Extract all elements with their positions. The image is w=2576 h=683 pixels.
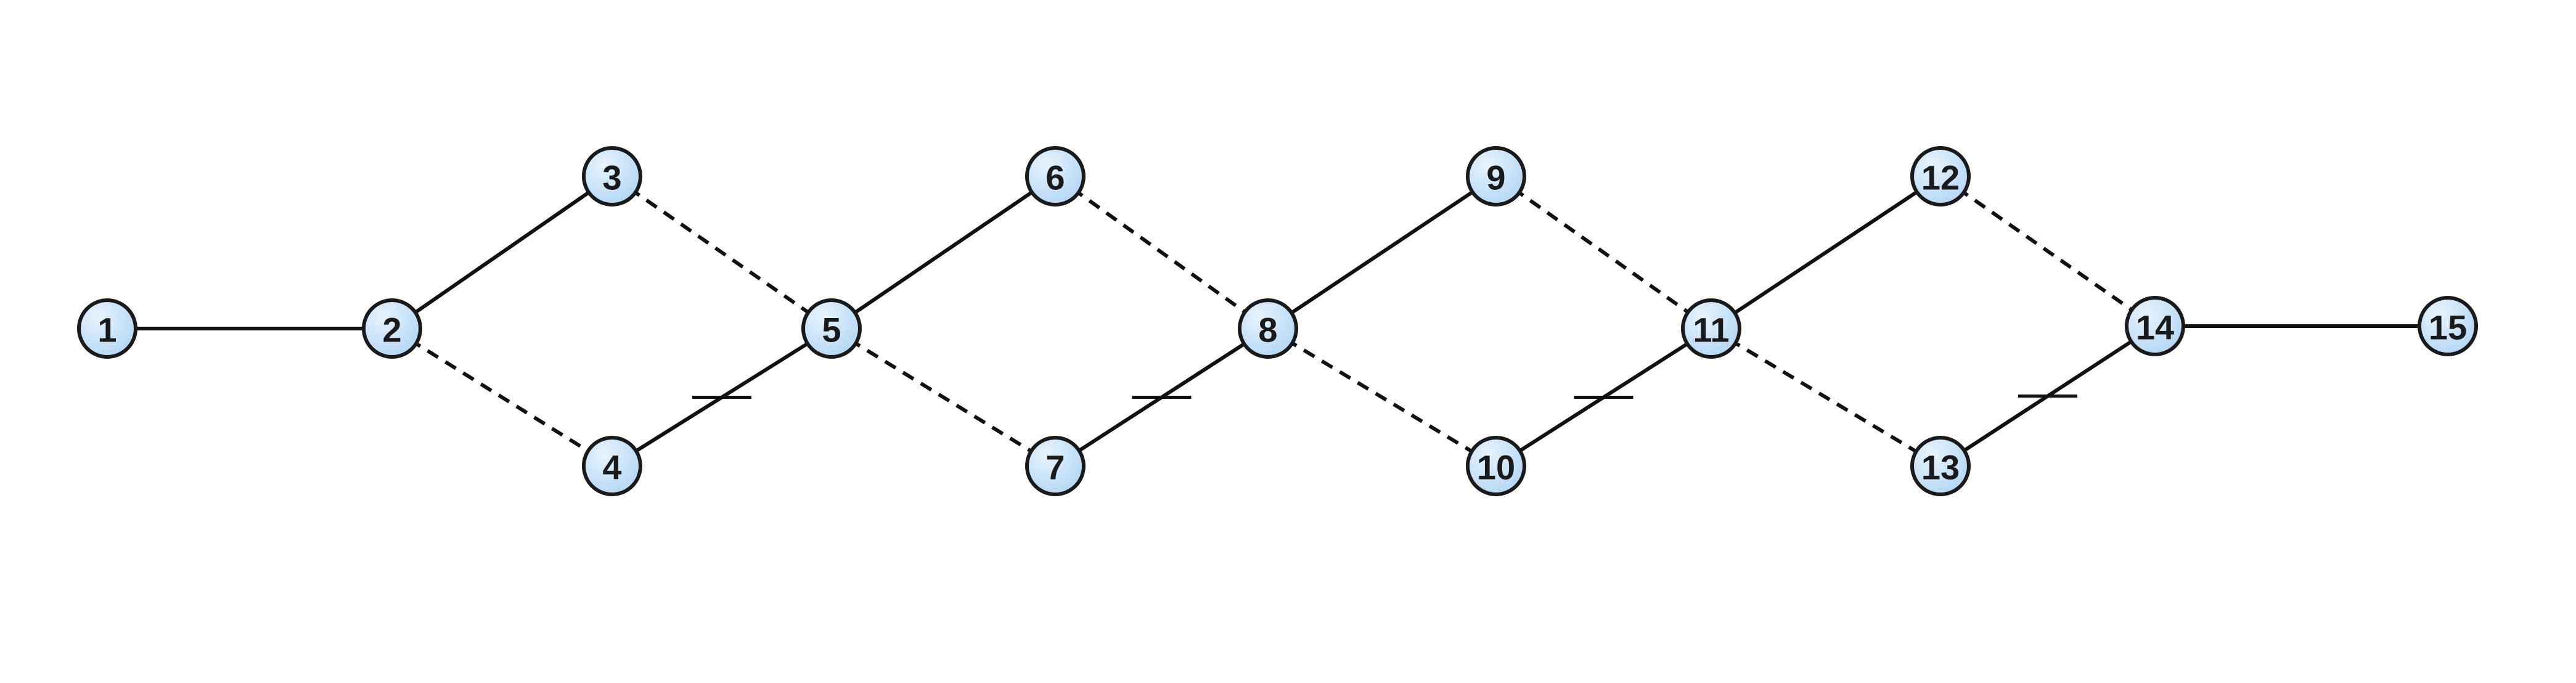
node-circle (1681, 298, 1741, 359)
node-label: 15 (2429, 308, 2467, 347)
node-circle (362, 298, 422, 359)
node-circle (1466, 436, 1526, 496)
edge-11-13-dashed (1710, 327, 1942, 468)
edge-12-14-dashed (1939, 174, 2156, 328)
edge-8-10-dashed (1267, 327, 1497, 468)
node-label: 11 (1693, 311, 1729, 350)
node-11: 11 (1681, 298, 1741, 359)
node-circle (801, 298, 862, 359)
node-2: 2 (362, 298, 422, 359)
edge-5-7-dashed (830, 327, 1057, 468)
node-circle (1025, 146, 1086, 207)
node-circle (1466, 146, 1526, 207)
node-6: 6 (1025, 146, 1086, 207)
node-label: 3 (602, 158, 621, 197)
node-label: 6 (1045, 158, 1065, 197)
node-circle (1025, 436, 1086, 496)
node-label: 5 (822, 311, 841, 350)
ticks-layer (692, 395, 2077, 399)
node-5: 5 (801, 298, 862, 359)
node-circle (1238, 298, 1298, 359)
node-label: 12 (1921, 158, 1960, 197)
node-label: 2 (382, 311, 401, 350)
node-3: 3 (582, 146, 642, 207)
node-8: 8 (1238, 298, 1298, 359)
node-4: 4 (582, 436, 642, 496)
node-circle (582, 436, 642, 496)
node-label: 1 (97, 311, 117, 350)
node-label: 7 (1045, 448, 1065, 487)
node-14: 14 (2125, 296, 2185, 356)
edge-11-12-solid (1710, 174, 1942, 330)
node-10: 10 (1466, 436, 1526, 496)
node-13: 13 (1910, 436, 1971, 496)
edges-layer (107, 174, 2448, 468)
edge-3-5-dashed (611, 174, 833, 330)
node-circle (2418, 296, 2478, 356)
node-15: 15 (2418, 296, 2478, 356)
node-label: 14 (2136, 308, 2174, 347)
node-12: 12 (1910, 146, 1971, 207)
edge-8-9-solid (1267, 174, 1497, 330)
node-label: 10 (1477, 448, 1515, 487)
node-circle (582, 146, 642, 207)
edge-2-4-dashed (391, 327, 613, 468)
edge-5-6-solid (830, 174, 1057, 330)
node-circle (1910, 146, 1971, 207)
edge-6-8-dashed (1054, 174, 1269, 330)
node-label: 9 (1486, 158, 1505, 197)
node-label: 8 (1258, 311, 1277, 350)
node-circle (1910, 436, 1971, 496)
node-label: 4 (602, 448, 621, 487)
node-9: 9 (1466, 146, 1526, 207)
node-circle (2125, 296, 2185, 356)
node-label: 13 (1921, 448, 1960, 487)
node-7: 7 (1025, 436, 1086, 496)
node-1: 1 (77, 298, 137, 359)
edge-2-3-solid (391, 174, 613, 330)
node-circle (77, 298, 137, 359)
edge-9-11-dashed (1495, 174, 1712, 330)
